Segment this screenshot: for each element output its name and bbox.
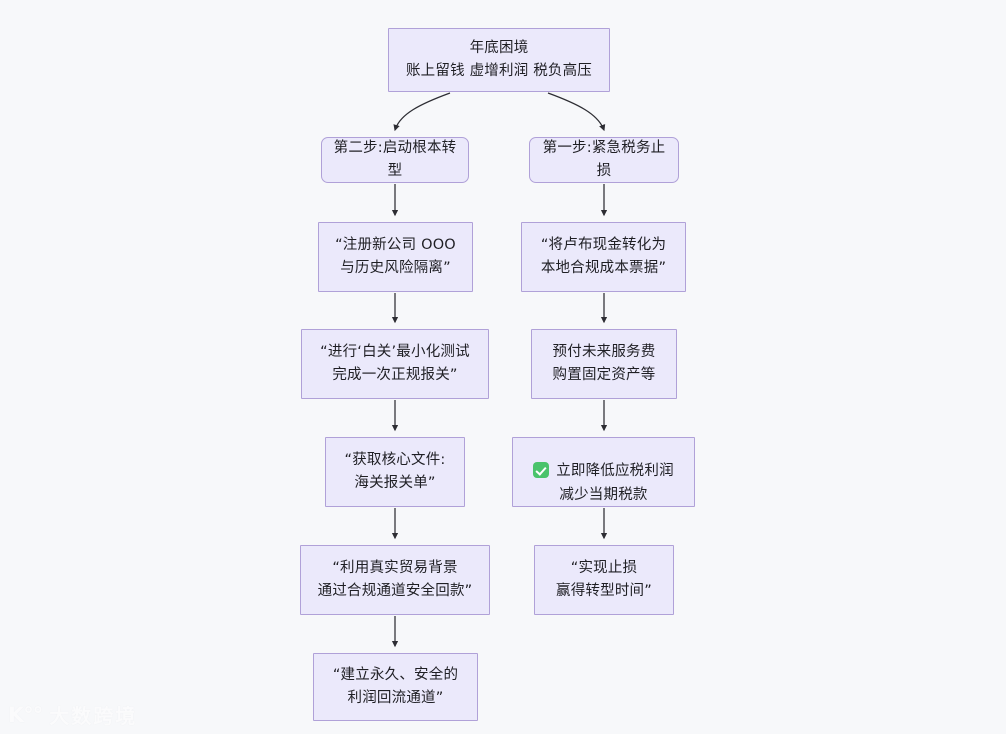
node-right-5-label: “实现止损 赢得转型时间” — [556, 559, 652, 599]
node-right-3-label: 预付未来服务费 购置固定资产等 — [552, 343, 656, 383]
node-left-2[interactable]: “注册新公司 OOO 与历史风险隔离” — [318, 222, 473, 292]
node-left-4-label: “获取核心文件: 海关报关单” — [344, 451, 446, 491]
node-left-6[interactable]: “建立永久、安全的 利润回流通道” — [313, 653, 478, 721]
node-left-4[interactable]: “获取核心文件: 海关报关单” — [325, 437, 465, 507]
node-right-2-label: “将卢布现金转化为 本地合规成本票据” — [540, 236, 667, 276]
node-left-2-label: “注册新公司 OOO 与历史风险隔离” — [335, 236, 456, 276]
watermark-logo-icon: K°° — [8, 703, 43, 727]
node-right-1-label: 第一步:紧急税务止损 — [542, 139, 666, 179]
node-left-5[interactable]: “利用真实贸易背景 通过合规通道安全回款” — [300, 545, 490, 615]
node-right-1[interactable]: 第一步:紧急税务止损 — [529, 137, 679, 183]
watermark: K°° 大数跨境 — [8, 705, 137, 726]
node-root-label: 年底困境 账上留钱 虚增利润 税负高压 — [405, 39, 593, 79]
node-right-2[interactable]: “将卢布现金转化为 本地合规成本票据” — [521, 222, 686, 292]
node-left-5-label: “利用真实贸易背景 通过合规通道安全回款” — [317, 559, 473, 599]
node-right-4-label: 立即降低应税利润 减少当期税款 — [556, 463, 674, 503]
node-left-3[interactable]: “进行‘白关’最小化测试 完成一次正规报关” — [301, 329, 489, 399]
connector-root-to-left1 — [393, 92, 451, 132]
node-left-1-label: 第二步:启动根本转型 — [333, 139, 457, 179]
node-left-6-label: “建立永久、安全的 利润回流通道” — [332, 666, 459, 706]
white-heavy-check-mark-icon — [533, 462, 550, 479]
node-right-5[interactable]: “实现止损 赢得转型时间” — [534, 545, 674, 615]
node-right-3[interactable]: 预付未来服务费 购置固定资产等 — [531, 329, 677, 399]
connector-root-to-right1 — [547, 92, 606, 132]
node-root[interactable]: 年底困境 账上留钱 虚增利润 税负高压 — [388, 28, 610, 92]
node-left-3-label: “进行‘白关’最小化测试 完成一次正规报关” — [320, 343, 470, 383]
node-right-4[interactable]: 立即降低应税利润 减少当期税款 — [512, 437, 695, 507]
node-left-1[interactable]: 第二步:启动根本转型 — [321, 137, 469, 183]
watermark-text: 大数跨境 — [49, 703, 138, 728]
